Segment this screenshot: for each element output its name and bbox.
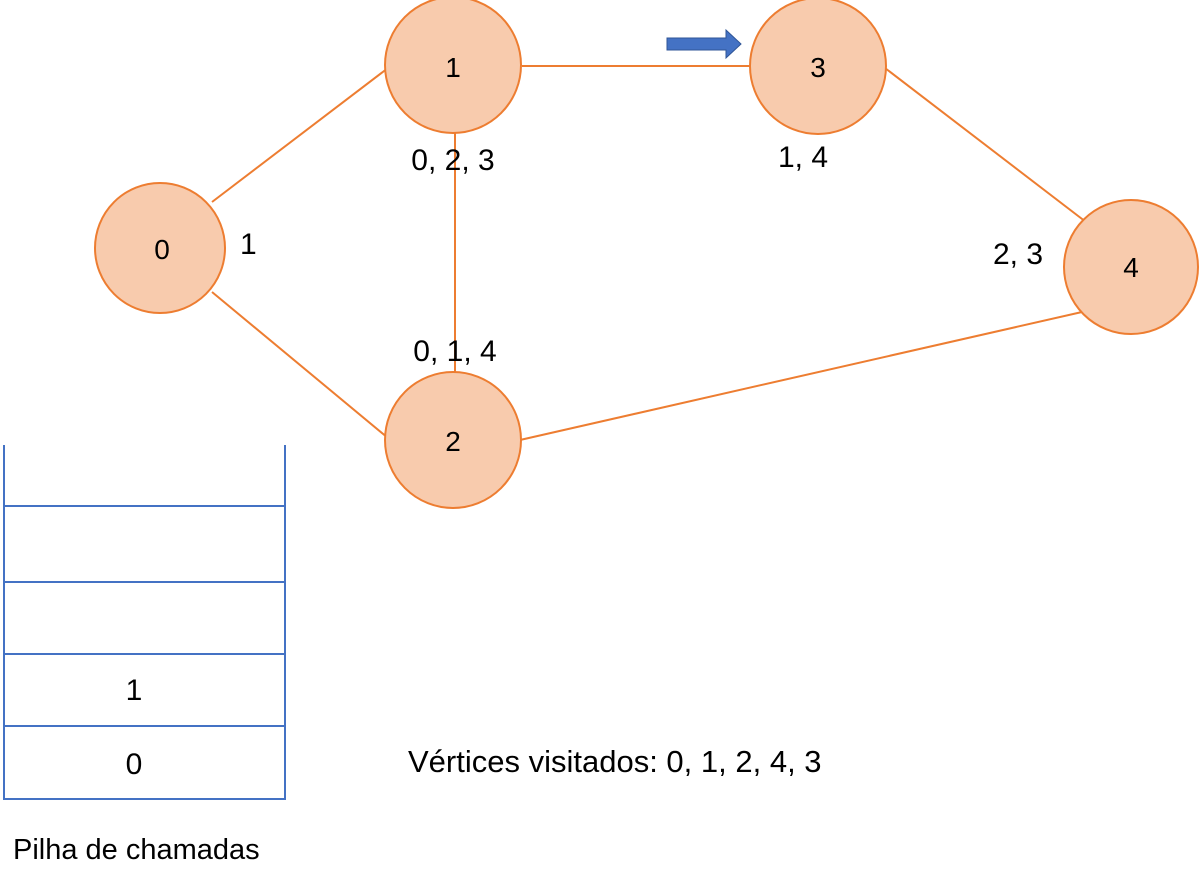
graph-node-1 [384,0,522,134]
graph-node-4 [1063,199,1199,335]
node-label-2: 2 [445,426,461,457]
edge-3-4 [884,67,1087,223]
adjacency-label-4: 2, 3 [993,238,1044,271]
node-label-3: 3 [810,52,826,83]
adjacency-label-2: 0, 1, 4 [413,335,497,368]
edge-2-4 [519,311,1083,441]
stack-cell-4: 0 [125,748,143,781]
graph-node-0 [94,182,226,314]
edge-0-2 [211,291,389,439]
stack-caption: Pilha de chamadas [13,834,260,866]
adjacency-label-1: 0, 2, 3 [411,144,495,177]
call-stack-frame [3,445,286,800]
current-node-arrow-icon [666,28,742,60]
node-label-1: 1 [445,52,461,83]
adjacency-label-0: 1 [240,228,257,261]
graph-node-2 [384,371,522,509]
adjacency-label-3: 1, 4 [777,141,829,174]
graph-node-3 [749,0,887,135]
node-label-0: 0 [154,234,170,265]
visited-vertices-text: Vértices visitados: 0, 1, 2, 4, 3 [408,744,822,779]
edge-0-1 [211,67,389,203]
stack-cell-3: 1 [125,674,143,707]
node-label-4: 4 [1123,252,1139,283]
